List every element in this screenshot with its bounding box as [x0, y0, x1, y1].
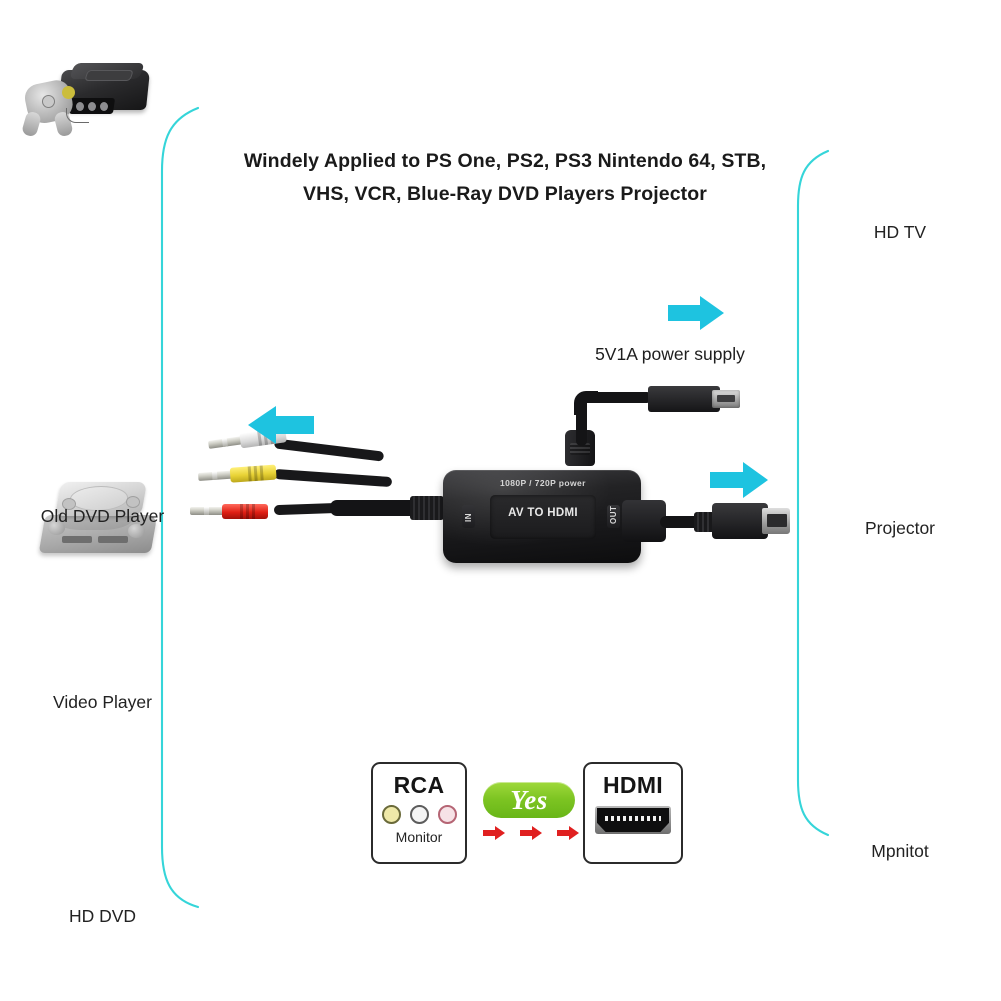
page-title: Windely Applied to PS One, PS2, PS3 Nint… [205, 145, 805, 211]
ps-one-open-button [126, 496, 140, 508]
device-car-monitor [800, 735, 1000, 845]
rca-box-title: RCA [393, 772, 445, 798]
usb-plug-contacts [717, 395, 735, 402]
hdmi-comparison-box: HDMI [583, 762, 683, 864]
device-playstation [0, 230, 200, 553]
hdmi-plug-tip-inner [767, 514, 787, 527]
rca-jack-yellow [381, 805, 401, 824]
hdmi-plug-head [712, 503, 768, 539]
left-source-bracket [160, 106, 200, 909]
device-projector [800, 420, 1000, 520]
rca-jack-row [373, 805, 465, 824]
device-hd-tv [800, 100, 1000, 240]
converter-brand-text: AV TO HDMI [508, 507, 578, 519]
hdmi-connector-shell [622, 500, 666, 542]
usb-cable-vertical [576, 398, 587, 446]
converter-center-plate [490, 495, 596, 539]
caption-hd-dvd: HD DVD [68, 906, 137, 926]
usb-cable-barrel-grip [570, 443, 590, 455]
usb-cable-horizontal [580, 392, 652, 403]
rca-cable-bundle [190, 415, 401, 550]
rca-jack-white [409, 805, 429, 824]
n64-port-dot [76, 102, 84, 111]
n64-button-cluster [62, 86, 75, 99]
rca-plug-ring [211, 471, 218, 481]
power-supply-caption: 5V1A power supply [595, 344, 745, 364]
right-output-bracket [796, 149, 830, 837]
n64-port-dot [88, 102, 96, 111]
arrow-right-icon-hdmi [710, 462, 768, 498]
device-nintendo-64 [0, 0, 200, 140]
rca-comparison-box: RCA Monitor [371, 762, 467, 864]
hdmi-box-title: HDMI [603, 772, 663, 798]
ps-open-knob-right [128, 524, 145, 538]
rca-plug-barrel [222, 504, 268, 519]
caption-old-dvd-player: Old DVD Player [40, 506, 165, 526]
hdmi-port-pins [605, 816, 661, 821]
headline-line-2: VHS, VCR, Blue-Ray DVD Players Projector [303, 183, 707, 205]
converter-in-label: IN [462, 505, 475, 528]
device-hd-dvd [0, 850, 200, 910]
converter-out-text: OUT [609, 505, 618, 524]
rca-wire [273, 468, 393, 488]
caption-hd-tv: HD TV [873, 222, 927, 242]
usb-cable-bend [574, 391, 598, 415]
rca-box-subtitle: Monitor [395, 829, 443, 845]
converter-body [443, 470, 641, 563]
headline-line-1: Windely Applied to PS One, PS2, PS3 Nint… [243, 150, 767, 172]
usb-plug-metal [712, 390, 740, 408]
hdmi-cord [660, 516, 704, 528]
converter-in-text: IN [464, 513, 473, 522]
yes-badge-text: Yes [510, 785, 548, 815]
converter-out-label: OUT [607, 505, 620, 528]
rca-plug-ring [221, 438, 228, 447]
caption-car-monitor: Mpnitot [871, 841, 929, 861]
hdmi-strain-relief [694, 512, 716, 532]
converter-top-labels: 1080P / 720P power [500, 478, 586, 488]
ps-front-vent-right [98, 536, 128, 543]
rca-plug-ring [204, 507, 209, 515]
rca-plug-grip [240, 504, 243, 519]
hdmi-plug-tip [762, 508, 790, 534]
arrow-right-icon-power [668, 296, 724, 330]
rca-plug-grip [246, 504, 249, 519]
arrow-right-small-icon [520, 826, 542, 840]
ps-one-power-button [62, 498, 76, 510]
n64-cartridge-slot [84, 70, 134, 81]
arrow-left-icon [248, 406, 314, 444]
red-arrow-row [483, 826, 579, 840]
n64-analog-stick [42, 95, 55, 108]
usb-cable-barrel [565, 430, 595, 466]
rca-jack-red [437, 805, 457, 824]
hdmi-port-opening [597, 808, 669, 832]
caption-video-player: Video Player [53, 692, 152, 712]
n64-controller-arm-left [20, 110, 43, 138]
ps-front-vent-left [62, 536, 92, 543]
hdmi-port-graphic [595, 806, 671, 834]
arrow-right-small-icon [483, 826, 505, 840]
rca-plug-grip [252, 504, 255, 519]
converter-input-strain-relief [410, 496, 444, 520]
yes-badge-pill [483, 782, 575, 818]
ps-open-knob-left [48, 521, 65, 535]
arrow-right-small-icon [557, 826, 579, 840]
caption-projector: Projector [864, 518, 936, 538]
n64-port-dot [100, 102, 108, 111]
usb-plug-body [648, 386, 720, 412]
n64-controller-cable [66, 108, 89, 123]
